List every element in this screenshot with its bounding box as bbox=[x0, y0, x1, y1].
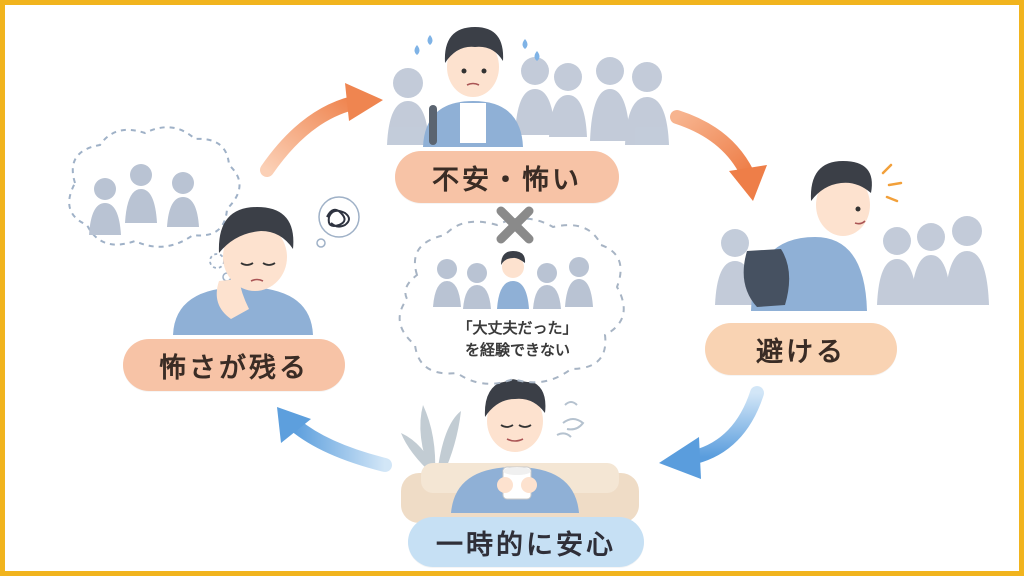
thought-cloud bbox=[68, 126, 241, 282]
cross-icon bbox=[496, 206, 534, 244]
anxious-boy bbox=[423, 27, 523, 147]
arrow-top-to-right bbox=[670, 110, 767, 201]
center-crowd bbox=[433, 251, 593, 309]
arrow-right-to-bottom bbox=[659, 386, 764, 479]
relieved-boy bbox=[451, 379, 579, 513]
worried-boy bbox=[173, 207, 313, 335]
arrow-bottom-to-left bbox=[277, 407, 392, 472]
illustration-layer bbox=[68, 27, 989, 523]
alert-lines-icon bbox=[881, 163, 903, 203]
center-caption: 「大丈夫だった」 を経験できない bbox=[425, 317, 610, 361]
step-right-label: 避ける bbox=[705, 323, 897, 375]
crowd-top bbox=[387, 57, 669, 145]
step-top-label: 不安・怖い bbox=[395, 151, 619, 203]
center-caption-line1: 「大丈夫だった」 bbox=[457, 319, 578, 337]
steam-icon bbox=[556, 401, 585, 438]
center-caption-line2: を経験できない bbox=[464, 341, 570, 359]
thought-crowd bbox=[89, 164, 199, 235]
avoiding-boy bbox=[743, 161, 872, 311]
step-left-label: 怖さが残る bbox=[123, 339, 345, 391]
step-bottom-label: 一時的に安心 bbox=[408, 517, 644, 567]
scribble-worry-icon bbox=[316, 196, 360, 248]
arrow-left-to-top bbox=[260, 83, 383, 177]
sweat-drop-icon bbox=[414, 35, 540, 61]
